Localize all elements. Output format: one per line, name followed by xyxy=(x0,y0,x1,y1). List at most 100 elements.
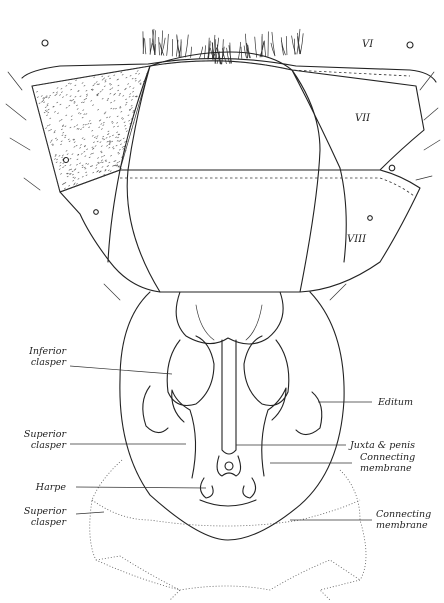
stipple-mark xyxy=(49,95,51,96)
stipple-mark xyxy=(110,89,112,90)
editum-right xyxy=(296,392,322,435)
stipple-mark xyxy=(74,103,76,104)
stipple-mark xyxy=(62,125,64,126)
stipple-mark xyxy=(53,106,55,107)
stipple-mark xyxy=(88,127,90,128)
stipple-mark xyxy=(117,126,119,127)
stipple-mark xyxy=(82,176,84,177)
stipple-mark xyxy=(102,162,104,163)
stipple-mark xyxy=(115,137,117,138)
lower-plate-dotted xyxy=(96,556,360,590)
stipple-mark xyxy=(110,171,112,172)
lateral-sclerite-left xyxy=(32,66,150,192)
stipple-mark xyxy=(92,147,94,148)
stipple-mark xyxy=(57,113,59,114)
stipple-mark xyxy=(52,145,54,146)
stipple-mark xyxy=(70,169,72,170)
label-line: Connecting xyxy=(360,452,415,463)
label-line: Connecting xyxy=(376,509,431,520)
label-line: membrane xyxy=(376,520,428,531)
stipple-mark xyxy=(120,140,122,141)
stipple-mark xyxy=(103,122,105,123)
stipple-mark xyxy=(140,80,142,81)
stipple-mark xyxy=(117,90,119,91)
editum-left xyxy=(143,386,168,433)
stipple-mark xyxy=(86,114,88,115)
stipple-mark xyxy=(48,112,50,113)
stipple-mark xyxy=(94,137,96,138)
stipple-mark xyxy=(74,126,76,127)
stipple-mark xyxy=(103,125,105,126)
stipple-mark xyxy=(105,112,107,113)
stipple-mark xyxy=(82,138,84,139)
stipple-mark xyxy=(79,147,81,148)
stipple-mark xyxy=(74,178,76,179)
stipple-mark xyxy=(48,97,50,98)
stipple-mark xyxy=(119,149,121,150)
stipple-mark xyxy=(76,145,78,146)
stipple-mark xyxy=(101,124,103,125)
stipple-mark xyxy=(93,172,95,173)
stipple-mark xyxy=(130,94,132,95)
stipple-mark xyxy=(119,93,121,94)
stipple-mark xyxy=(122,74,124,75)
stipple-mark xyxy=(80,144,82,145)
stipple-mark xyxy=(61,88,63,89)
stipple-mark xyxy=(97,158,99,159)
stipple-mark xyxy=(119,141,121,142)
stipple-mark xyxy=(44,112,46,113)
lateral-seta xyxy=(8,72,22,90)
stipple-mark xyxy=(63,163,65,164)
stipple-mark xyxy=(70,127,72,128)
stipple-mark xyxy=(93,142,95,143)
stipple-mark xyxy=(129,86,131,87)
stipple-mark xyxy=(54,132,56,133)
stipple-mark xyxy=(126,77,128,78)
stipple-mark xyxy=(119,95,121,96)
stipple-mark xyxy=(100,162,102,163)
stipple-mark xyxy=(83,110,85,111)
label-line: membrane xyxy=(360,463,412,474)
stipple-mark xyxy=(55,138,57,139)
stipple-mark xyxy=(65,126,67,127)
stipple-mark xyxy=(101,160,103,161)
stipple-mark xyxy=(128,115,130,116)
stipple-mark xyxy=(124,141,126,142)
stipple-mark xyxy=(102,167,104,168)
stipple-mark xyxy=(71,116,73,117)
stipple-mark xyxy=(75,169,77,170)
stipple-mark xyxy=(125,104,127,105)
genital-capsule-outline xyxy=(120,292,344,540)
stipple-mark xyxy=(46,97,48,98)
stipple-mark xyxy=(112,123,114,124)
stipple-mark xyxy=(80,113,82,114)
stipple-mark xyxy=(62,97,64,98)
stipple-mark xyxy=(105,170,107,171)
stipple-mark xyxy=(48,130,50,131)
spiracle-vii-left xyxy=(64,158,69,163)
stipple-mark xyxy=(75,96,77,97)
stipple-mark xyxy=(135,78,137,79)
stipple-mark xyxy=(117,116,119,117)
stipple-mark xyxy=(43,98,45,99)
stipple-mark xyxy=(110,102,112,103)
stipple-mark xyxy=(55,154,57,155)
stipple-mark xyxy=(82,117,84,118)
stipple-mark xyxy=(107,141,109,142)
superior-clasper-hook-left xyxy=(172,390,196,478)
lateral-seta xyxy=(416,176,432,180)
stipple-mark xyxy=(106,145,108,146)
stipple-mark xyxy=(85,156,87,157)
stipple-mark xyxy=(130,75,132,76)
stipple-mark xyxy=(92,135,94,136)
stipple-mark xyxy=(70,96,72,97)
stipple-mark xyxy=(50,118,52,119)
stipple-mark xyxy=(104,113,106,114)
stipple-mark xyxy=(76,183,78,184)
stipple-mark xyxy=(76,105,78,106)
spiracle-viii-left xyxy=(94,210,99,215)
stipple-mark xyxy=(64,137,66,138)
stipple-mark xyxy=(52,144,54,145)
stipple-mark xyxy=(69,105,71,106)
stipple-mark xyxy=(125,128,127,129)
